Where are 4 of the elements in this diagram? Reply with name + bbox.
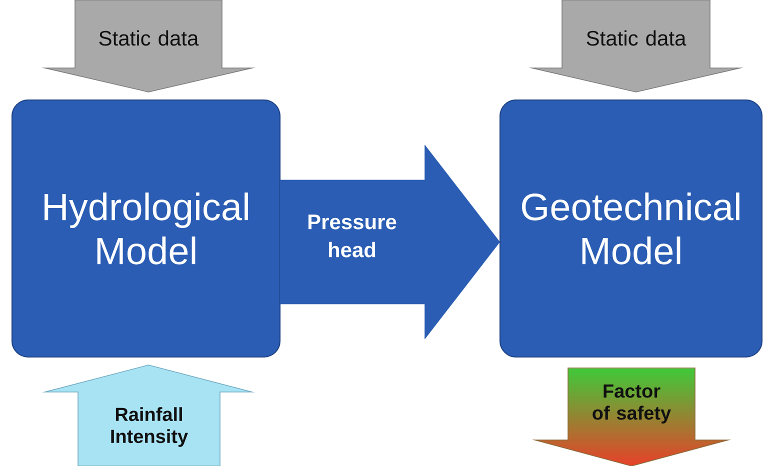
edge-label: Pressure head — [308, 214, 396, 258]
block-arrow — [280, 144, 500, 340]
model-box: Hydrological Model — [12, 100, 280, 358]
model-box: Geotechnical Model — [500, 100, 762, 358]
